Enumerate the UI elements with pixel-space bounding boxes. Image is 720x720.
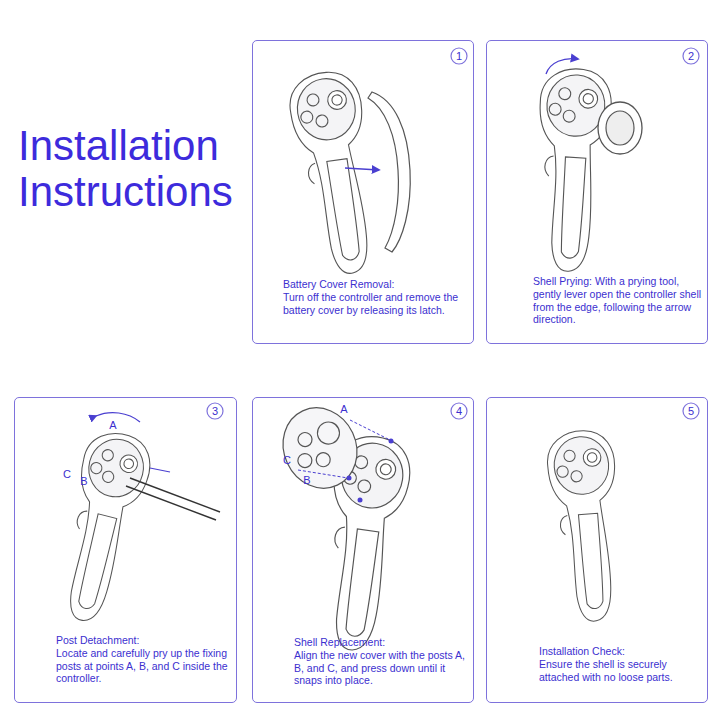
- circle-outline: [451, 48, 467, 64]
- shell-ring: [598, 102, 642, 154]
- step-number-circle: 3: [206, 402, 224, 420]
- step-number-circle: 4: [450, 402, 468, 420]
- controller-drawing: [529, 66, 614, 273]
- step-number-circle: 5: [682, 402, 700, 420]
- battery-cover: [368, 92, 410, 252]
- step-panel: Shell Prying:With a prying tool, gently …: [486, 40, 708, 344]
- cover-plate: [270, 396, 370, 501]
- step-number: 4: [450, 402, 468, 420]
- circle-outline: [207, 403, 223, 419]
- circle-outline: [683, 48, 699, 64]
- new-cover: [270, 396, 370, 501]
- alignment-line: [350, 420, 390, 440]
- point-label: A: [109, 419, 116, 431]
- step-number-circle: 2: [682, 47, 700, 65]
- post-point: [389, 439, 394, 444]
- step-caption: Battery Cover Removal:Turn off the contr…: [283, 278, 471, 316]
- circle-outline: [683, 403, 699, 419]
- step-heading: Shell Replacement:: [294, 636, 470, 649]
- step-heading: Battery Cover Removal:: [283, 278, 471, 291]
- direction-arrow: [96, 413, 140, 422]
- step-caption: Post Detachment:Locate and carefully pry…: [56, 634, 232, 685]
- cover-hole: [296, 430, 315, 449]
- step-number: 5: [682, 402, 700, 420]
- point-label: B: [80, 475, 87, 487]
- point-label: A: [340, 403, 347, 415]
- step-text: Align the new cover with the posts A, B,…: [294, 649, 470, 687]
- step-text: Ensure the shell is securely attached wi…: [539, 658, 699, 684]
- step-heading: Post Detachment:: [56, 634, 232, 647]
- step-number-circle: 1: [450, 47, 468, 65]
- post-point: [347, 476, 352, 481]
- prying-tool: [126, 486, 216, 520]
- guide-line: [150, 468, 170, 472]
- point-label: B: [303, 474, 310, 486]
- point-label: C: [63, 468, 71, 480]
- step-caption: Shell Replacement:Align the new cover wi…: [294, 636, 470, 687]
- post-point: [358, 498, 363, 503]
- step-panel: Battery Cover Removal:Turn off the contr…: [252, 40, 474, 344]
- circle-outline: [451, 403, 467, 419]
- step-panel: Shell Replacement:Align the new cover wi…: [252, 397, 474, 703]
- controller-drawing: [545, 429, 625, 624]
- step-number: 3: [206, 402, 224, 420]
- direction-arrow: [546, 59, 578, 74]
- prying-tool: [130, 478, 220, 512]
- step-text: Locate and carefully pry up the fixing p…: [56, 647, 232, 685]
- controller-drawing: [46, 426, 157, 627]
- direction-arrow: [345, 168, 379, 170]
- step-number: 2: [682, 47, 700, 65]
- step-text: Turn off the controller and remove the b…: [283, 291, 471, 317]
- cover-hole: [296, 451, 315, 470]
- step-panel: Post Detachment:Locate and carefully pry…: [14, 397, 237, 703]
- point-label: C: [283, 454, 291, 466]
- step-panel: Installation Check:Ensure the shell is s…: [486, 397, 708, 703]
- step-heading: Shell Prying:: [533, 275, 592, 287]
- cover-hole: [314, 418, 343, 447]
- step-caption: Shell Prying:With a prying tool, gently …: [533, 275, 705, 326]
- step-heading: Installation Check:: [539, 645, 699, 658]
- page-title: Installation Instructions: [18, 123, 250, 215]
- step-caption: Installation Check:Ensure the shell is s…: [539, 645, 699, 683]
- cover-hole: [314, 450, 333, 469]
- shell-ring-inner: [606, 111, 634, 145]
- step-number: 1: [450, 47, 468, 65]
